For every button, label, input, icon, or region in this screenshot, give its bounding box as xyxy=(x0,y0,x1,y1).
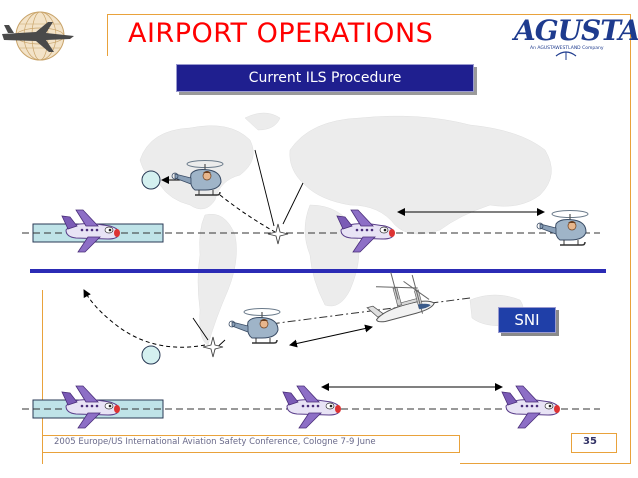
helicopter-icon xyxy=(228,307,281,344)
pointer-line xyxy=(282,182,304,225)
airplane-icon xyxy=(282,385,342,429)
procedure-label-box: Current ILS Procedure xyxy=(176,64,474,92)
tiltrotor-icon xyxy=(366,272,435,323)
footer-box xyxy=(42,435,460,453)
agusta-tagline: An AGUSTAWESTLAND Company xyxy=(530,46,604,51)
sni-label-box: SNI xyxy=(498,307,556,333)
helicopter-icon xyxy=(536,209,589,246)
holding-circle-icon xyxy=(141,345,161,365)
procedure-label: Current ILS Procedure xyxy=(248,70,402,86)
globe-airplane-logo xyxy=(2,11,74,61)
pointer-line xyxy=(192,317,209,341)
approach-path-bottom xyxy=(83,289,206,348)
slide-title: AIRPORT OPERATIONS xyxy=(128,18,434,49)
frame-top xyxy=(107,14,631,15)
airplane-icon xyxy=(61,209,121,253)
waypoint-star-icon xyxy=(267,223,289,245)
airplane-icon xyxy=(501,385,561,429)
holding-circle-icon xyxy=(141,170,161,190)
footer-text: 2005 Europe/US International Aviation Sa… xyxy=(54,437,376,447)
page-number: 35 xyxy=(583,436,597,447)
sni-label: SNI xyxy=(514,311,540,329)
section-divider xyxy=(30,269,606,273)
frame-left xyxy=(107,14,108,56)
page-number-box xyxy=(571,433,617,453)
agusta-logo-mark xyxy=(555,51,577,60)
agusta-logo: AGUSTA xyxy=(514,14,638,47)
frame-right xyxy=(630,14,631,464)
frame-left-lower xyxy=(42,290,43,464)
separation-arrow-sni xyxy=(289,324,373,348)
airplane-icon xyxy=(61,385,121,429)
frame-bottom xyxy=(460,463,631,464)
pointer-line xyxy=(254,149,275,227)
